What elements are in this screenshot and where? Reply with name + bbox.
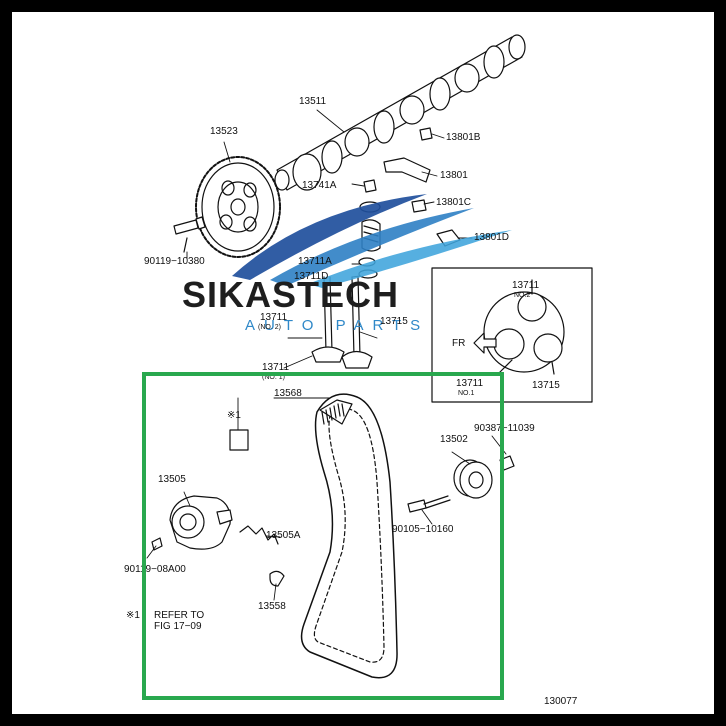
- note-refer-line2: FIG 17−09: [154, 621, 202, 632]
- part-label-13558: 13558: [258, 601, 286, 612]
- part-label-90105-10160: 90105−10160: [392, 524, 454, 535]
- part-label-13511: 13511: [299, 96, 327, 107]
- part-label-13711a: 13711A: [298, 256, 332, 267]
- part-label-13711-no2: 13711: [260, 312, 288, 323]
- note-mark-2: ※1: [126, 610, 140, 621]
- camshaft: [274, 34, 526, 191]
- part-label-90119-10380: 90119−10380: [144, 256, 205, 267]
- idler-pulley: [407, 455, 515, 513]
- part-label-90387-11039: 90387−11039: [474, 423, 535, 434]
- part-label-13801d: 13801D: [474, 232, 510, 243]
- part-label-13715: 13715: [380, 316, 408, 327]
- sprocket-bolt: [173, 216, 206, 253]
- camshaft-sprocket: [195, 156, 281, 258]
- timing-belt-highlight-box: [142, 372, 504, 700]
- watermark-tagline: AUTO PARTS: [245, 317, 430, 334]
- part-label-90119-08a00: 90119−08A00: [124, 564, 186, 575]
- part-label-13801c: 13801C: [436, 197, 472, 208]
- part-label-13741a: 13741A: [302, 180, 337, 191]
- part-label-13502: 13502: [440, 434, 468, 445]
- part-label-13505a: 13505A: [266, 530, 301, 541]
- tensioner-assembly: [151, 495, 285, 587]
- part-label-13801: 13801: [440, 170, 468, 181]
- diagram-frame: SIKASTECH AUTO PARTS 13511 13523 13801B …: [12, 12, 714, 714]
- inset-label-no1: NO.1: [458, 390, 475, 397]
- parts-diagram: [146, 34, 593, 679]
- part-label-13505: 13505: [158, 474, 186, 485]
- part-label-13711-no1-sub: (NO. 1): [262, 374, 285, 381]
- inset-label-no2: NO.2: [514, 292, 531, 299]
- watermark-swoosh-icon: [232, 194, 512, 288]
- watermark-brand: SIKASTECH: [182, 274, 400, 315]
- part-label-13568: 13568: [274, 388, 302, 399]
- part-label-13801b: 13801B: [446, 132, 481, 143]
- inset-label-13715: 13715: [532, 380, 560, 391]
- inset-label-fr: FR: [452, 338, 466, 349]
- inset-label-13711-no2: 13711: [512, 280, 540, 291]
- note-square: [229, 429, 249, 451]
- part-label-13711-no2-sub: (NO. 2): [258, 324, 281, 331]
- valve-inset: [431, 267, 593, 403]
- part-label-13523: 13523: [210, 126, 238, 137]
- note-mark-1: ※1: [227, 410, 241, 421]
- valves: [311, 276, 373, 369]
- note-refer-line1: REFER TO: [154, 610, 205, 621]
- inset-label-13711-no1: 13711: [456, 378, 484, 389]
- figure-number: 130077: [544, 696, 578, 707]
- part-label-13711-no1: 13711: [262, 362, 290, 373]
- timing-belt: [300, 393, 398, 679]
- part-label-13711d: 13711D: [294, 271, 329, 282]
- leader-lines: [146, 109, 507, 601]
